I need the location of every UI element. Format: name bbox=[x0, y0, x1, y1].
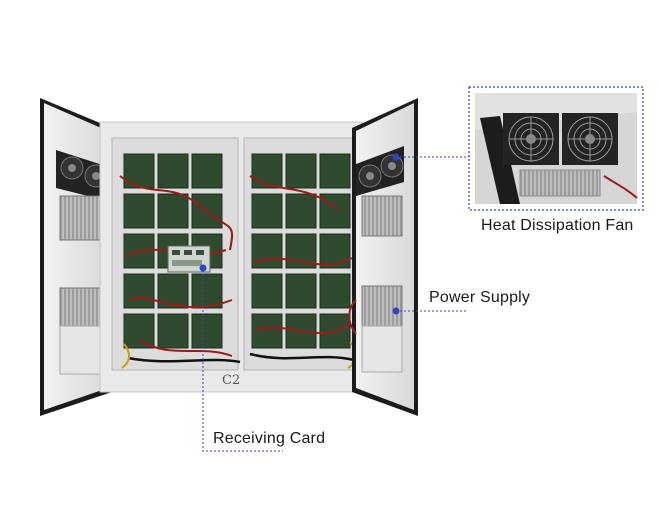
card-callout-dot bbox=[199, 264, 207, 272]
cabinet-body bbox=[99, 121, 363, 393]
callout-lines bbox=[202, 156, 469, 452]
heat-dissipation-fan-label: Heat Dissipation Fan bbox=[481, 217, 634, 234]
led-modules-right bbox=[251, 153, 351, 349]
right-door bbox=[348, 98, 418, 416]
cabinet-id-label: C2 bbox=[222, 373, 241, 388]
cables bbox=[119, 175, 353, 357]
right-psu-bottom-icon bbox=[361, 285, 403, 327]
left-door bbox=[40, 98, 118, 416]
fan-callout-dot bbox=[392, 153, 400, 161]
receiving-card-label: Receiving Card bbox=[213, 430, 326, 447]
left-door-fan-icon bbox=[56, 150, 112, 202]
power-callout-dot bbox=[392, 307, 400, 315]
right-psu-top-icon bbox=[361, 195, 403, 237]
power-supply-label: Power Supply bbox=[429, 289, 531, 306]
right-door-fan-icon bbox=[356, 146, 404, 196]
fan-closeup-inset bbox=[468, 86, 644, 211]
led-modules-left bbox=[123, 153, 223, 349]
